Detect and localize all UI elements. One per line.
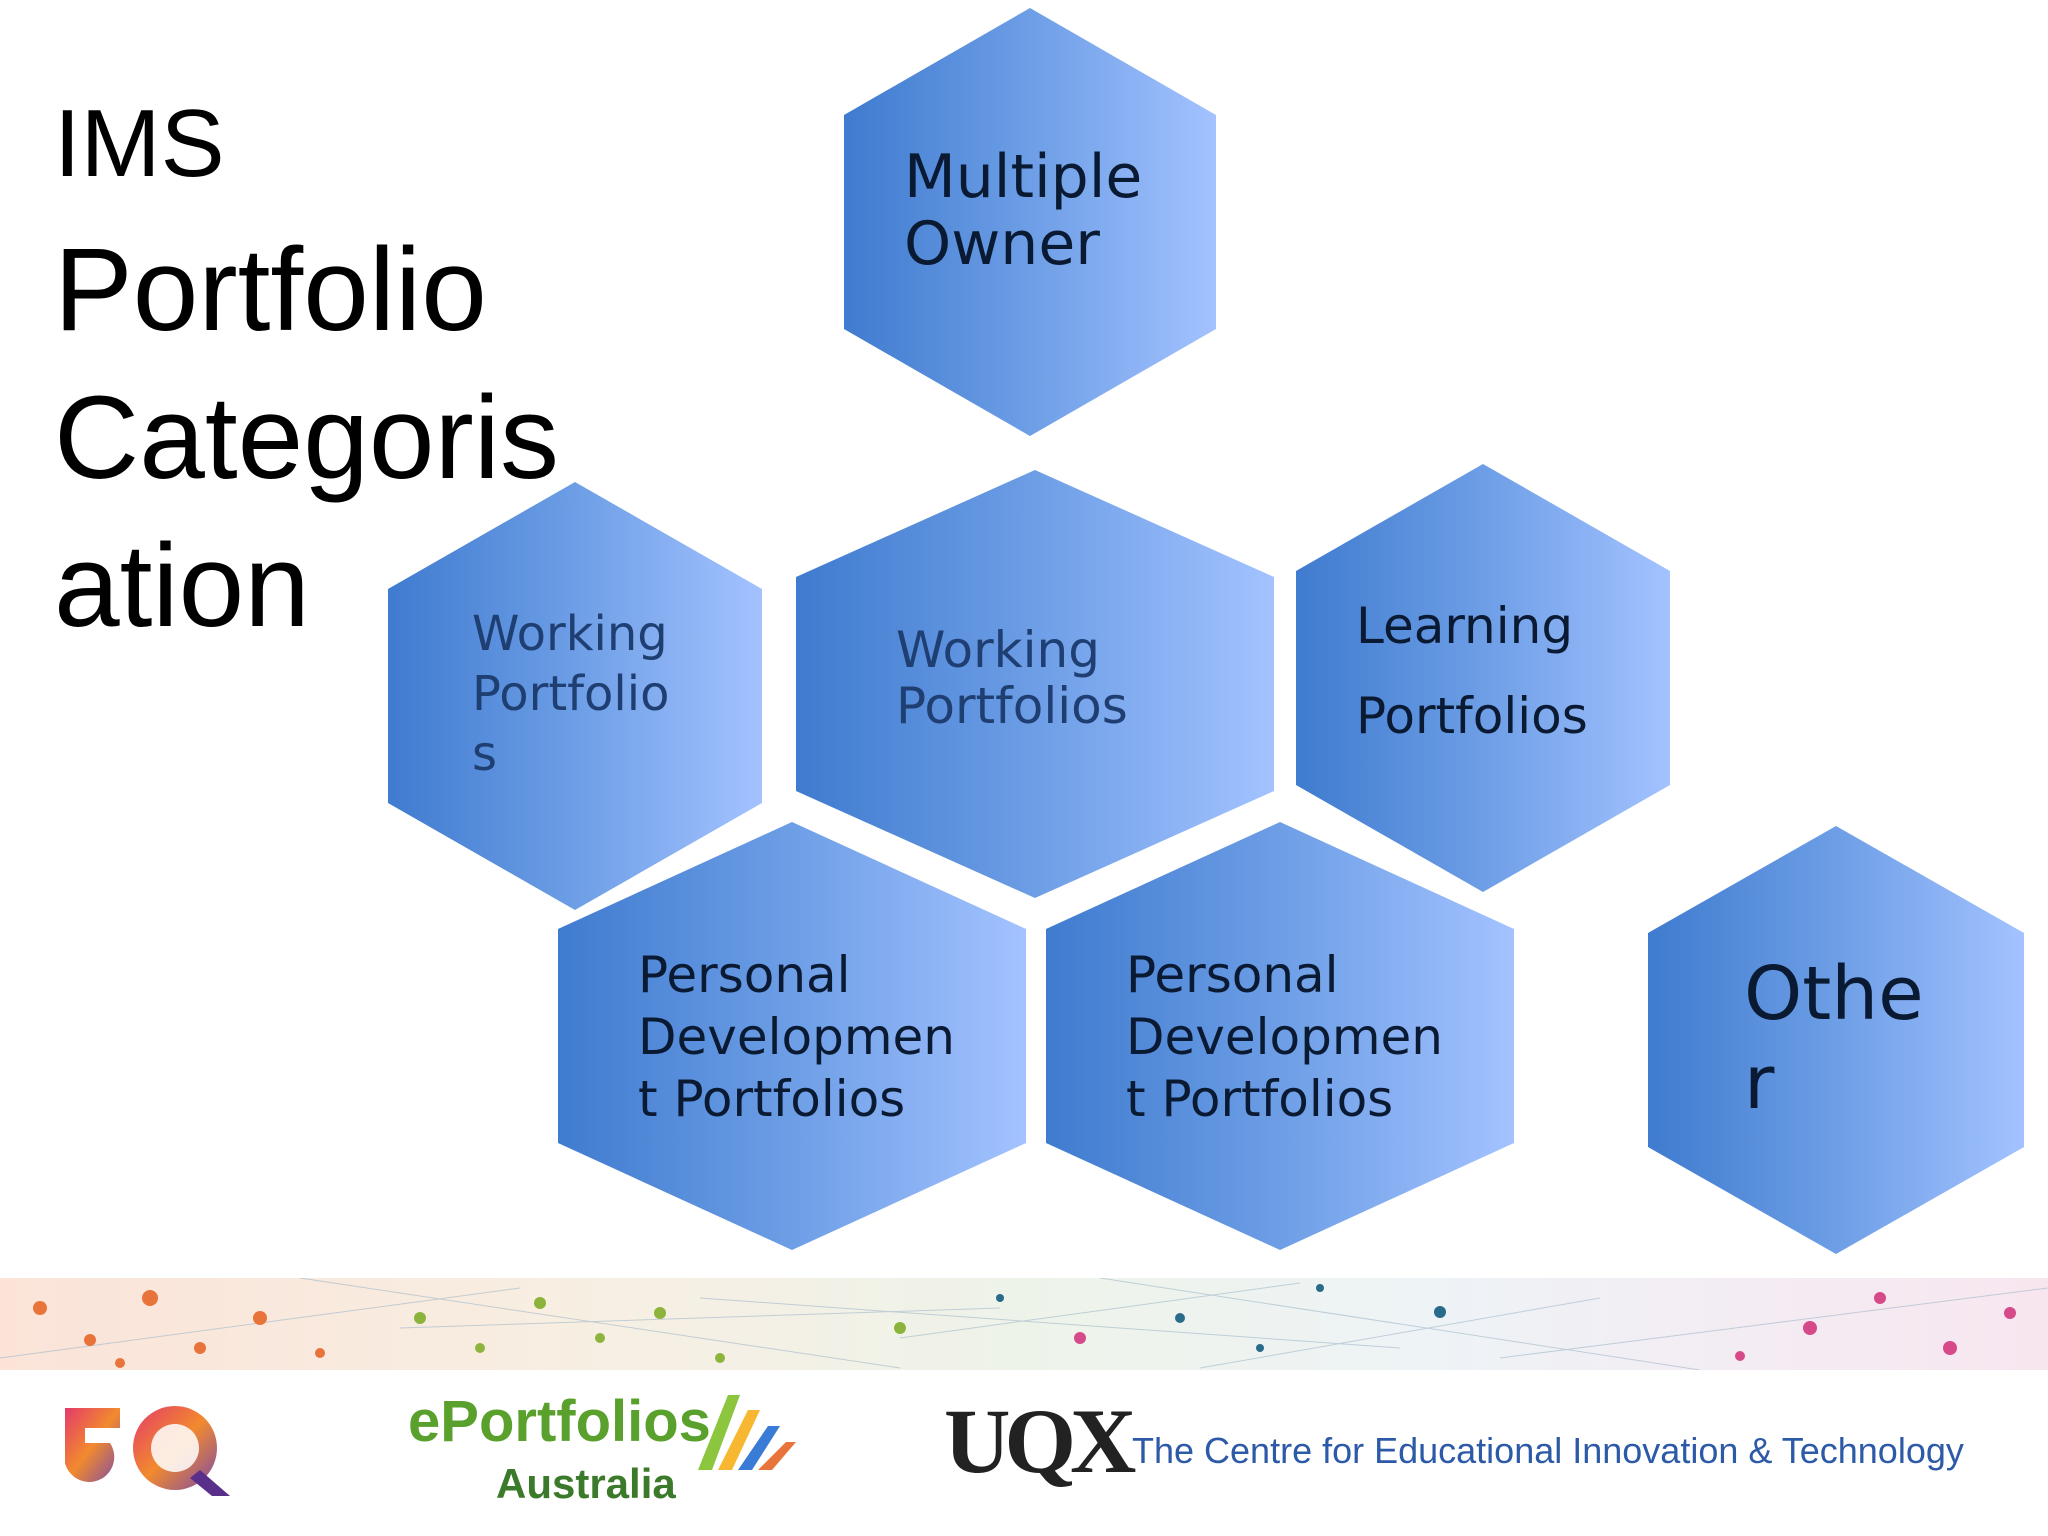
hex-other-label: Othe r	[1744, 951, 1924, 1126]
eportfolios-australia-logo: ePortfolios Australia	[408, 1388, 796, 1507]
hex-learning-label: Learning Portfolios	[1356, 597, 1588, 745]
hex-multiple-owner	[844, 8, 1216, 436]
uqx-logo: UQX	[944, 1390, 1136, 1492]
title-line-categoris: Categoris	[54, 372, 560, 504]
network-pattern-graphic	[0, 1278, 2048, 1370]
footer	[0, 1370, 2048, 1536]
title-line-ation: ation	[54, 520, 310, 652]
hex-working-left-label: Working Portfolio s	[472, 606, 670, 782]
centre-name-text: The Centre for Educational Innovation & …	[1132, 1430, 1964, 1471]
australia-logo-text: Australia	[496, 1460, 676, 1507]
hex-personal-left-label: Personal Developmen t Portfolios	[638, 946, 955, 1128]
slide-title: IMS Portfolio Categoris ation	[54, 96, 559, 660]
title-line-ims: IMS	[54, 90, 225, 197]
title-line-portfolio: Portfolio	[54, 224, 487, 356]
hex-personal-right-label: Personal Developmen t Portfolios	[1126, 946, 1443, 1128]
hex-working-center-label: Working Portfolios	[896, 621, 1128, 735]
uq-60-logo-icon	[65, 1406, 230, 1496]
decorative-network-banner	[0, 1278, 2048, 1370]
eportfolios-logo-text: ePortfolios	[408, 1389, 711, 1454]
hex-learning	[1296, 464, 1670, 892]
hex-multiple-owner-label: Multiple Owner	[904, 142, 1143, 280]
eportfolios-chevron-icon	[698, 1395, 796, 1470]
